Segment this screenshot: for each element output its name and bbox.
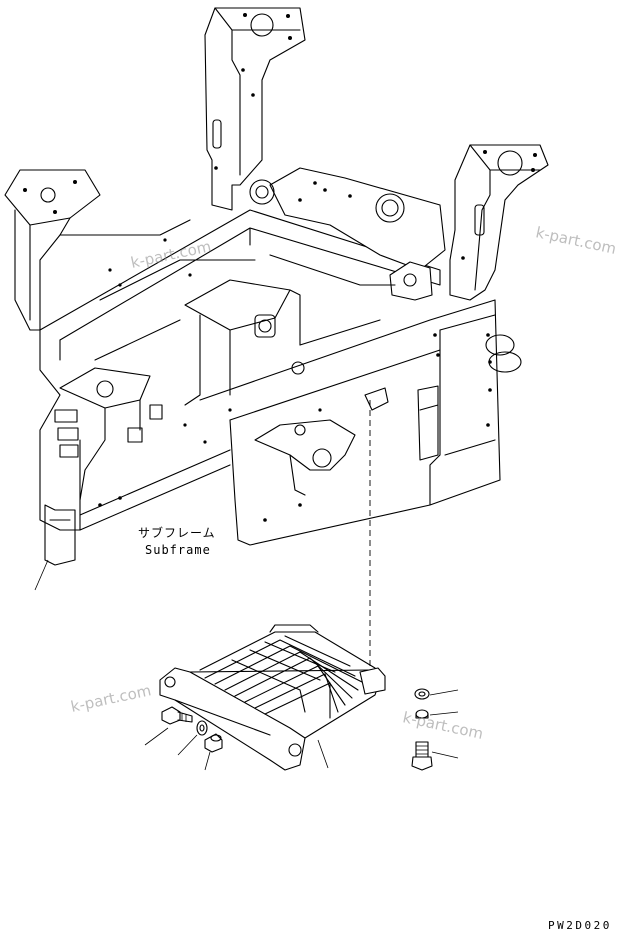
middle-mount-plate <box>184 279 291 331</box>
subframe-label-en: Subframe <box>145 543 211 557</box>
leader-bolt-left <box>144 727 169 746</box>
leader-bolt-right <box>431 751 459 759</box>
main-frame-drawing <box>4 7 549 566</box>
bolt-left <box>161 706 181 725</box>
leader-washer-left <box>177 734 198 756</box>
right-bracket-block <box>389 261 433 301</box>
leader-bushing-left <box>204 751 211 771</box>
step-frame <box>159 667 306 771</box>
pivot-arm-bracket <box>254 419 356 471</box>
watermark-2: k-part.com <box>534 223 618 258</box>
bushing-left <box>204 733 223 753</box>
left-mount-pad <box>4 169 101 226</box>
step-right-tab <box>359 667 386 695</box>
right-upright-post <box>449 144 549 301</box>
drawing-code: PW2D020 <box>548 919 612 932</box>
subframe-label-jp: サブフレーム <box>138 525 216 540</box>
bolt-right <box>415 741 429 758</box>
hanger-tab <box>364 387 389 411</box>
washer-left <box>196 720 208 736</box>
step-assembly-drawing <box>159 624 386 771</box>
right-hardware <box>411 688 433 771</box>
leader-line-frame <box>34 559 49 591</box>
front-left-mount-plate <box>59 367 151 409</box>
leader-lines <box>144 689 459 771</box>
leader-washer-right <box>429 689 459 696</box>
washer-right <box>414 688 430 700</box>
front-cross-beam <box>39 209 441 341</box>
leader-spring-washer-right <box>429 711 459 716</box>
left-upright-post <box>204 7 306 211</box>
right-side-rail <box>199 299 501 506</box>
step-grating <box>199 624 376 719</box>
left-hardware <box>161 706 223 753</box>
leader-step-frame <box>317 739 329 769</box>
center-turret-plate <box>269 167 446 271</box>
watermark-3: k-part.com <box>69 681 153 716</box>
left-side-member <box>39 329 81 531</box>
watermark-1: k-part.com <box>129 237 213 272</box>
